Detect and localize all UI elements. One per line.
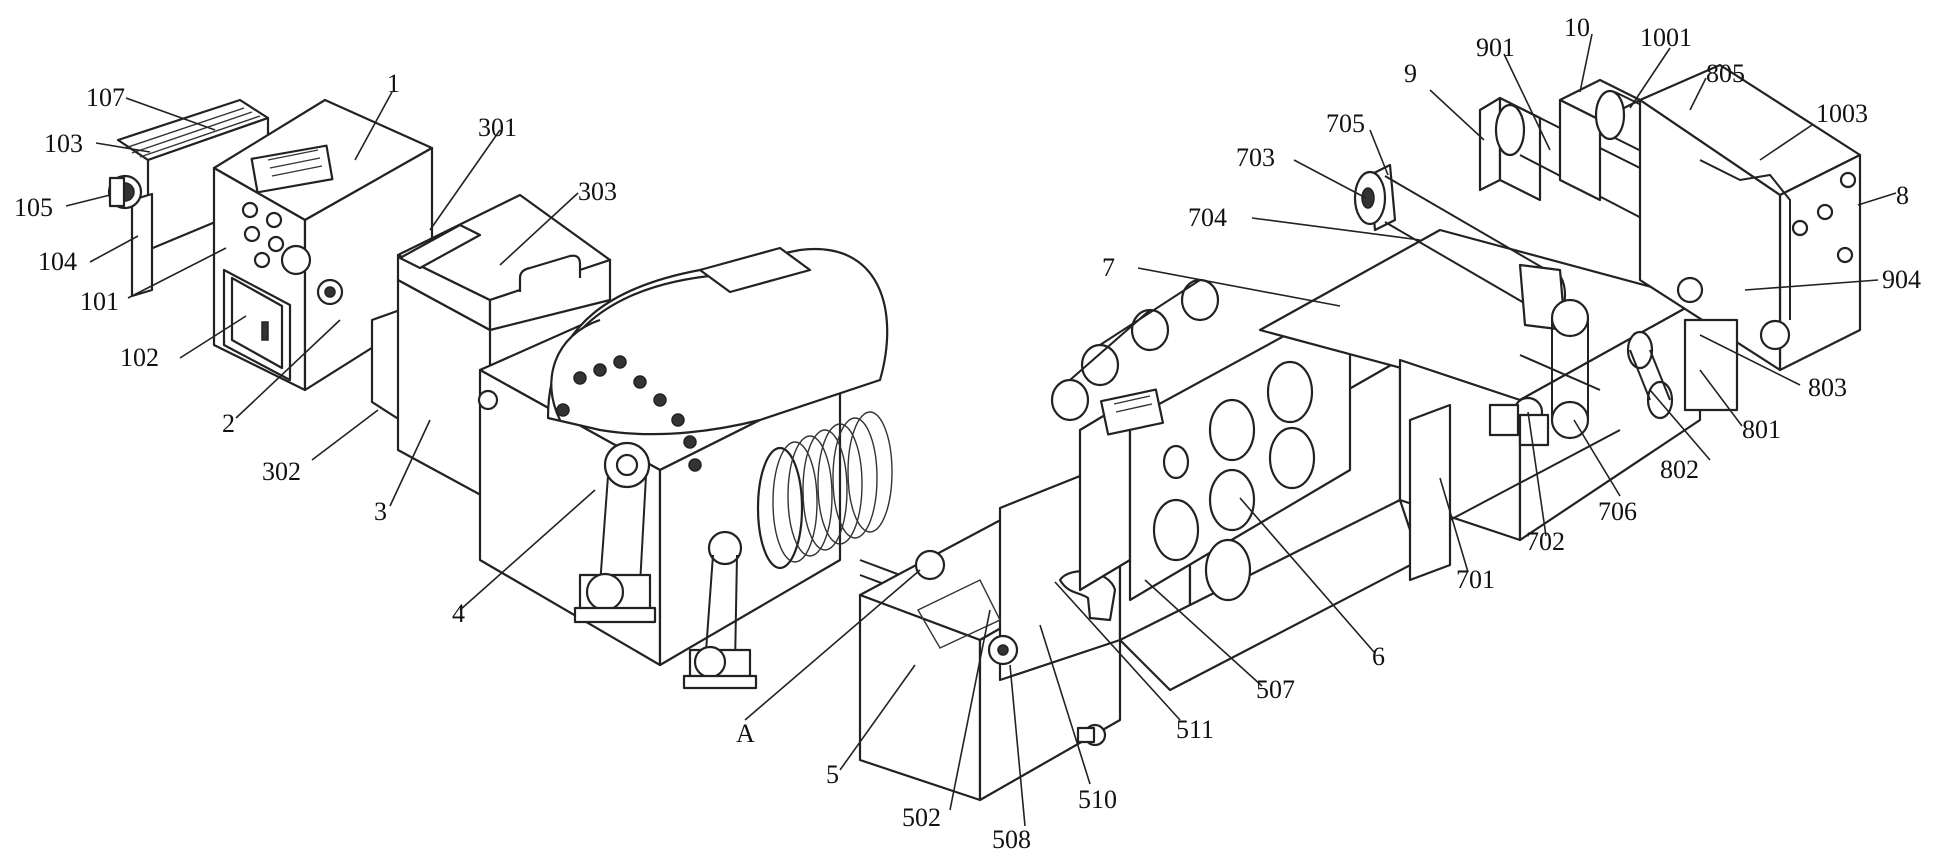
label-803: 803	[1808, 373, 1847, 402]
label-508: 508	[992, 825, 1031, 854]
label-1: 1	[387, 69, 400, 98]
label-507: 507	[1256, 675, 1295, 704]
label-1001: 1001	[1640, 23, 1692, 52]
label-802: 802	[1660, 455, 1699, 484]
label-705: 705	[1326, 109, 1365, 138]
label-103: 103	[44, 129, 83, 158]
label-801: 801	[1742, 415, 1781, 444]
label-107: 107	[86, 83, 125, 112]
label-502: 502	[902, 803, 941, 832]
label-511: 511	[1176, 715, 1214, 744]
label-4: 4	[452, 599, 465, 628]
label-704: 704	[1188, 203, 1227, 232]
label-105: 105	[14, 193, 53, 222]
label-104: 104	[38, 247, 77, 276]
label-6: 6	[1372, 642, 1385, 671]
label-301: 301	[478, 113, 517, 142]
label-1003: 1003	[1816, 99, 1868, 128]
label-703: 703	[1236, 143, 1275, 172]
label-10: 10	[1564, 13, 1590, 42]
label-3: 3	[374, 497, 387, 526]
label-7: 7	[1102, 253, 1115, 282]
label-904: 904	[1882, 265, 1921, 294]
label-A: A	[736, 719, 755, 748]
label-101: 101	[80, 287, 119, 316]
label-701: 701	[1456, 565, 1495, 594]
label-102: 102	[120, 343, 159, 372]
label-303: 303	[578, 177, 617, 206]
label-702: 702	[1526, 527, 1565, 556]
label-901: 901	[1476, 33, 1515, 62]
label-8: 8	[1896, 181, 1909, 210]
label-2: 2	[222, 409, 235, 438]
label-5: 5	[826, 760, 839, 789]
label-706: 706	[1598, 497, 1637, 526]
label-9: 9	[1404, 59, 1417, 88]
label-510: 510	[1078, 785, 1117, 814]
label-805: 805	[1706, 59, 1745, 88]
label-302: 302	[262, 457, 301, 486]
